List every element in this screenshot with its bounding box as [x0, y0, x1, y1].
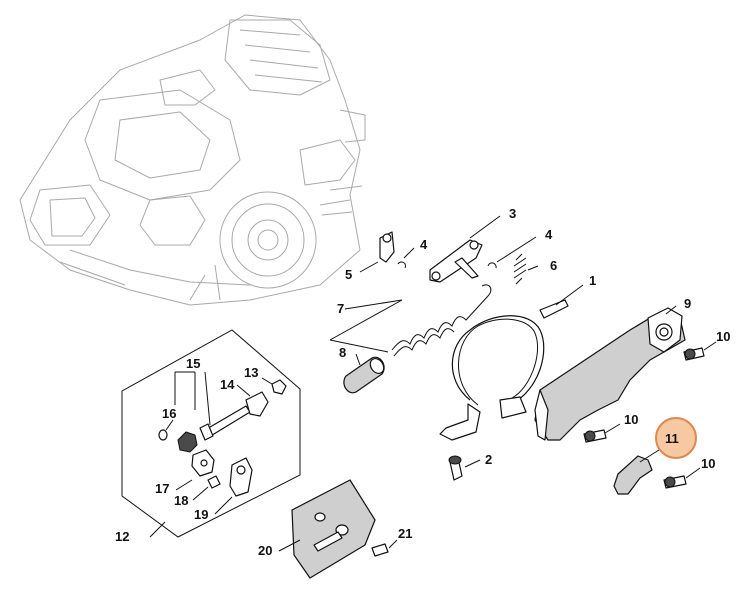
- ring-part-4a: [397, 261, 406, 269]
- leader-8: [355, 353, 361, 366]
- callout-18: 18: [174, 493, 188, 508]
- callout-19: 19: [194, 507, 208, 522]
- callout-2: 2: [485, 452, 492, 467]
- callout-6: 6: [550, 258, 557, 273]
- screw-part-18: [207, 475, 221, 489]
- callout-15: 15: [186, 356, 200, 371]
- screw-part-10c: [663, 475, 687, 489]
- spring-part-6: [513, 253, 527, 285]
- adjusting-screw-part-14: [199, 391, 269, 441]
- leader-2: [464, 459, 481, 468]
- leader-10a: [703, 341, 717, 351]
- leader-6: [527, 265, 539, 271]
- leader-1: [555, 284, 584, 306]
- callout-20: 20: [258, 543, 272, 558]
- callout-16: 16: [162, 406, 176, 421]
- leader-10b: [604, 423, 621, 434]
- sleeve-part-8: [343, 356, 385, 394]
- callout-12: 12: [115, 529, 129, 544]
- screw-part-10a: [683, 347, 705, 361]
- callout-17: 17: [155, 481, 169, 496]
- callout-3: 3: [509, 206, 516, 221]
- ring-part-4b: [487, 262, 497, 269]
- tensioner-part-13: [271, 379, 287, 395]
- leader-7-top: [344, 299, 403, 310]
- leader-4a: [403, 247, 415, 259]
- leader-5: [359, 261, 379, 273]
- hand-guard-part-9: [534, 307, 686, 441]
- highlight-marker-11[interactable]: [655, 417, 697, 459]
- leader-10c: [685, 467, 701, 479]
- callout-5: 5: [345, 267, 352, 282]
- screw-part-21: [371, 543, 389, 557]
- brake-spring-part-7: [391, 284, 492, 357]
- callout-11: 11: [665, 431, 679, 446]
- lever-part-5: [379, 231, 395, 263]
- callout-13: 13: [244, 365, 258, 380]
- leader-3: [469, 215, 501, 239]
- leader-21: [388, 539, 398, 549]
- chain-tensioner-kit-box: [121, 329, 301, 538]
- leader-11: [639, 447, 663, 463]
- callout-10a: 10: [716, 329, 730, 344]
- callout-21: 21: [398, 526, 412, 541]
- callout-9: 9: [684, 296, 691, 311]
- callout-14: 14: [220, 377, 235, 392]
- plate-part-17: [191, 449, 215, 477]
- callout-8: 8: [339, 345, 346, 360]
- brake-lever-part-3: [429, 239, 483, 283]
- callout-7: 7: [337, 301, 344, 316]
- brake-band-part-1: [439, 299, 569, 441]
- leader-9: [665, 305, 677, 315]
- callout-4a: 4: [420, 237, 428, 252]
- tensioner-gear-part: [177, 431, 198, 453]
- screw-part-2: [448, 455, 463, 481]
- leader-20: [278, 539, 301, 552]
- slide-part-19: [229, 457, 253, 497]
- chain-catcher-part-11: [613, 455, 653, 495]
- cover-plate-part-20: [291, 479, 376, 579]
- leader-4b: [496, 236, 537, 263]
- screw-part-10b: [583, 429, 607, 443]
- callout-4b: 4: [545, 227, 553, 242]
- leader-7-bottom: [329, 339, 389, 353]
- callout-10b: 10: [624, 412, 638, 427]
- o-ring-part-16: [158, 429, 168, 441]
- callout-1: 1: [589, 273, 596, 288]
- callout-10c: 10: [701, 456, 715, 471]
- kit-leaders: [165, 371, 273, 515]
- engine-ghost-illustration: [19, 14, 366, 306]
- leader-7-bracket: [329, 299, 403, 341]
